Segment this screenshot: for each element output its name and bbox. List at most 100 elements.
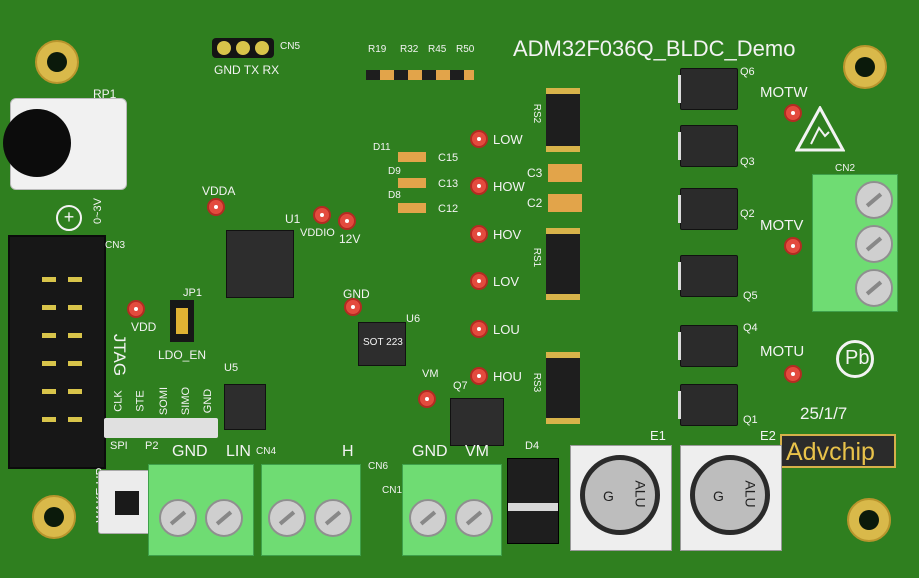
mosfet-q3 [678,125,738,167]
spi-pin-ste: STE [134,390,147,412]
cap-c12 [398,203,426,213]
shunt-rs1 [546,228,580,300]
mosfet-q2 [678,188,738,230]
testpoint-hov[interactable] [470,225,488,243]
diode-d4 [507,458,559,544]
terminal-block-h[interactable] [261,464,361,556]
vdda-label: VDDA [202,184,236,198]
q2-label: Q2 [740,208,755,220]
spi-p2-label: P2 [145,440,159,452]
esd-warning-icon [795,106,845,152]
pb-mark: Pb [836,340,874,378]
c2-label: C2 [527,196,543,210]
testpoint-motu[interactable] [784,365,802,383]
phase-label-hov: HOV [493,227,522,242]
jumper-jp1[interactable] [170,300,194,342]
spi-header[interactable] [104,418,218,438]
potentiometer-rp1[interactable] [3,98,127,190]
terminal-label-gnd-1: GND [172,443,208,460]
date-code: 25/1/7 [800,404,848,423]
brand-box: Advchip [780,434,896,468]
e2-label: E2 [760,428,776,443]
e1-label: E1 [650,428,666,443]
terminal-label-lin: LIN [226,443,251,460]
testpoint-vm[interactable] [418,390,436,408]
board-title: ADM32F036Q_BLDC_Demo [513,36,796,61]
testpoint-12v[interactable] [338,212,356,230]
phase-label-lov: LOV [493,274,520,289]
terminal-cn6: CN6 [368,461,389,472]
mounting-hole-top-left [35,40,79,84]
jtag-connector[interactable] [8,235,106,469]
terminal-label-vm: VM [465,443,489,460]
regulator-u6: SOT 223 [358,322,406,366]
mounting-hole-bottom-right [847,498,891,542]
r32-label: R32 [400,44,419,55]
terminal-label-h: H [342,443,354,460]
vddio-label: VDDIO [300,227,335,239]
cn5-label: CN5 [280,41,301,52]
mosfet-q4 [678,325,738,367]
q5-label: Q5 [743,290,758,302]
c3-label: C3 [527,166,543,180]
vm-label-small: VM [422,368,439,380]
shunt-rs2 [546,88,580,152]
motor-terminal-cn2[interactable] [812,174,898,312]
elcap-e2: ALU G [690,455,770,535]
spi-pin-gnd: GND [202,388,215,414]
resistor-array-top [366,70,474,80]
jtag-label: JTAG [110,333,130,377]
testpoint-motw[interactable] [784,104,802,122]
ldo-en-label: LDO_EN [158,348,207,362]
terminal-block-gnd-vm[interactable] [402,464,502,556]
q6-label: Q6 [740,66,755,78]
jp1-label: JP1 [183,287,202,299]
phase-label-low: LOW [493,132,523,147]
spi-label: SPI [110,440,128,452]
u5-chip [224,384,266,430]
u5-label: U5 [224,362,239,374]
mosfet-q6 [678,68,738,110]
rs3-label: RS3 [531,372,543,393]
c12-label: C12 [438,203,459,215]
testpoint-lou[interactable] [470,320,488,338]
elcap-e1: ALU G [580,455,660,535]
rp1-range: 0~3V [92,198,104,224]
cn5-pins-text: GND TX RX [214,63,280,77]
q7-label: Q7 [453,380,468,392]
testpoint-lov[interactable] [470,272,488,290]
testpoint-motv[interactable] [784,237,802,255]
cn2-label: CN2 [835,163,856,174]
r50-label: R50 [456,44,475,55]
cap-c13 [398,178,426,188]
r19-label: R19 [368,44,387,55]
testpoint-vdda[interactable] [207,198,225,216]
d11-label: D11 [373,142,391,153]
c15-label: C15 [438,152,459,164]
phase-label-hou: HOU [493,369,522,384]
mounting-hole-bottom-left [32,495,76,539]
mcu-chip [226,230,294,298]
testpoint-hou[interactable] [470,367,488,385]
terminal-label-gnd-2: GND [412,443,448,460]
phase-label-lou: LOU [493,322,520,337]
terminal-block-gnd-lin[interactable] [148,464,254,556]
testpoint-vddio[interactable] [313,206,331,224]
mounting-hole-top-right [843,45,887,89]
d8-label: D8 [388,190,401,201]
testpoint-vdd[interactable] [127,300,145,318]
testpoint-how[interactable] [470,177,488,195]
mosfet-q5 [678,255,738,297]
mosfet-q7 [450,398,504,446]
terminal-cn1: CN1 [382,485,403,496]
spi-pin-somi: SOMI [158,386,171,416]
q3-label: Q3 [740,156,755,168]
spi-pin-clk: CLK [112,390,125,412]
terminal-cn4: CN4 [256,446,277,457]
testpoint-low[interactable] [470,130,488,148]
testpoint-gnd[interactable] [344,298,362,316]
shunt-rs3 [546,352,580,424]
q1-label: Q1 [743,414,758,426]
q4-label: Q4 [743,322,758,334]
